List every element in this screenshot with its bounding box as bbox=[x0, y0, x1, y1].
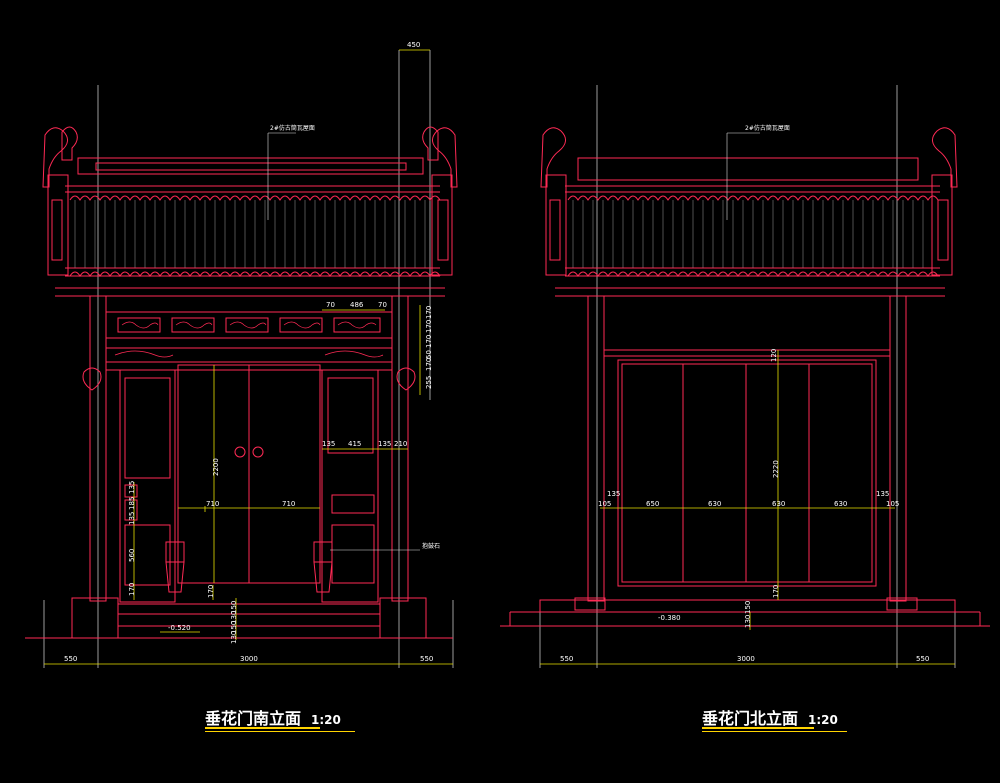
north-base-dim-3: 550 bbox=[916, 655, 929, 663]
north-title-underline bbox=[702, 727, 814, 729]
south-top-dim: 450 bbox=[407, 41, 420, 49]
north-title-underline-thin bbox=[702, 731, 847, 732]
south-frame bbox=[25, 295, 453, 639]
north-title-scale: 1:20 bbox=[808, 713, 838, 727]
north-roof-note: 2#仿古筒瓦屋面 bbox=[745, 124, 790, 132]
north-bottom-dim-1: 170 bbox=[772, 585, 780, 598]
south-panel-dim-3: 135 bbox=[378, 440, 391, 448]
south-bottom-dim-1: 170 bbox=[207, 585, 215, 598]
north-title-text: 垂花门北立面 bbox=[702, 709, 799, 728]
north-bottom-dim-3: 130 bbox=[744, 615, 752, 628]
south-door-height: 2200 bbox=[212, 458, 220, 476]
north-base-dim-2: 3000 bbox=[737, 655, 755, 663]
south-beam-dim-1: 70 bbox=[326, 301, 335, 309]
south-right-dim-3: 170 bbox=[425, 335, 433, 348]
south-tile-lines bbox=[74, 200, 426, 268]
north-elevation: 2#仿古筒瓦屋面 120 2220 105 135 135 105 650 63… bbox=[500, 85, 990, 668]
north-bottom-dim-2: 150 bbox=[744, 601, 752, 614]
south-bottom-dim-3: 130 bbox=[230, 611, 238, 624]
north-door-width-2: 630 bbox=[708, 500, 721, 508]
south-dimension-lines bbox=[44, 49, 453, 665]
north-door-width-4: 630 bbox=[834, 500, 847, 508]
south-title-scale: 1:20 bbox=[311, 713, 341, 727]
south-beam-dim-3: 70 bbox=[378, 301, 387, 309]
south-title-text: 垂花门南立面 bbox=[205, 709, 302, 728]
north-frame bbox=[500, 295, 990, 627]
south-panel-dim-1: 135 bbox=[322, 440, 335, 448]
north-top-dim: 120 bbox=[770, 349, 778, 362]
south-level: -0.520 bbox=[168, 624, 191, 632]
north-side-dim-2: 135 bbox=[607, 490, 620, 498]
south-right-dim-6: 255 bbox=[425, 376, 433, 389]
south-axis-lines bbox=[43, 50, 454, 668]
south-door-width-1: 710 bbox=[206, 500, 219, 508]
south-panel-dim-2: 415 bbox=[348, 440, 361, 448]
north-side-dim-1: 105 bbox=[598, 500, 611, 508]
north-side-dim-4: 105 bbox=[886, 500, 899, 508]
north-door-width-1: 650 bbox=[646, 500, 659, 508]
north-tile-lines bbox=[572, 200, 924, 268]
south-panel-dim-4: 210 bbox=[394, 440, 407, 448]
north-door-width-3: 630 bbox=[772, 500, 785, 508]
south-right-dim-1: 170 bbox=[425, 306, 433, 319]
south-title-underline-thin bbox=[205, 731, 355, 732]
north-elevation-title: 垂花门北立面 1:20 bbox=[702, 705, 838, 729]
south-base-dim-2: 3000 bbox=[240, 655, 258, 663]
south-bottom-dim-5: 130 bbox=[230, 631, 238, 644]
north-dimension-lines bbox=[540, 350, 955, 665]
south-title-underline bbox=[205, 727, 320, 729]
south-left-dim-3: 135 bbox=[128, 512, 136, 525]
south-left-dim-5: 170 bbox=[128, 583, 136, 596]
north-tile-scallops bbox=[567, 195, 939, 201]
south-right-dim-5: 170 bbox=[425, 358, 433, 371]
south-left-dim-2: 185 bbox=[128, 497, 136, 510]
south-right-dim-2: 170 bbox=[425, 320, 433, 333]
north-base-dim-1: 550 bbox=[560, 655, 573, 663]
south-left-dim-1: 135 bbox=[128, 481, 136, 494]
south-base-dim-1: 550 bbox=[64, 655, 77, 663]
south-right-dim-4: 50 bbox=[425, 350, 433, 359]
south-stone-note: 抱鼓石 bbox=[422, 542, 440, 550]
south-elevation: 2#仿古筒瓦屋面 抱鼓石 450 70 486 70 170 170 170 5… bbox=[25, 41, 458, 668]
south-bottom-dim-2: 150 bbox=[230, 601, 238, 614]
south-door-width-2: 710 bbox=[282, 500, 295, 508]
south-roof bbox=[42, 126, 458, 297]
south-left-dim-4: 560 bbox=[128, 549, 136, 562]
south-bottom-dim-4: 150 bbox=[230, 621, 238, 634]
north-door-height: 2220 bbox=[772, 460, 780, 478]
south-elevation-title: 垂花门南立面 1:20 bbox=[205, 705, 341, 729]
south-base-dim-3: 550 bbox=[420, 655, 433, 663]
north-side-dim-3: 135 bbox=[876, 490, 889, 498]
south-roof-note: 2#仿古筒瓦屋面 bbox=[270, 124, 315, 132]
south-beam-dim-2: 486 bbox=[350, 301, 364, 309]
south-tile-scallops bbox=[69, 195, 441, 201]
north-level: -0.380 bbox=[658, 614, 681, 622]
